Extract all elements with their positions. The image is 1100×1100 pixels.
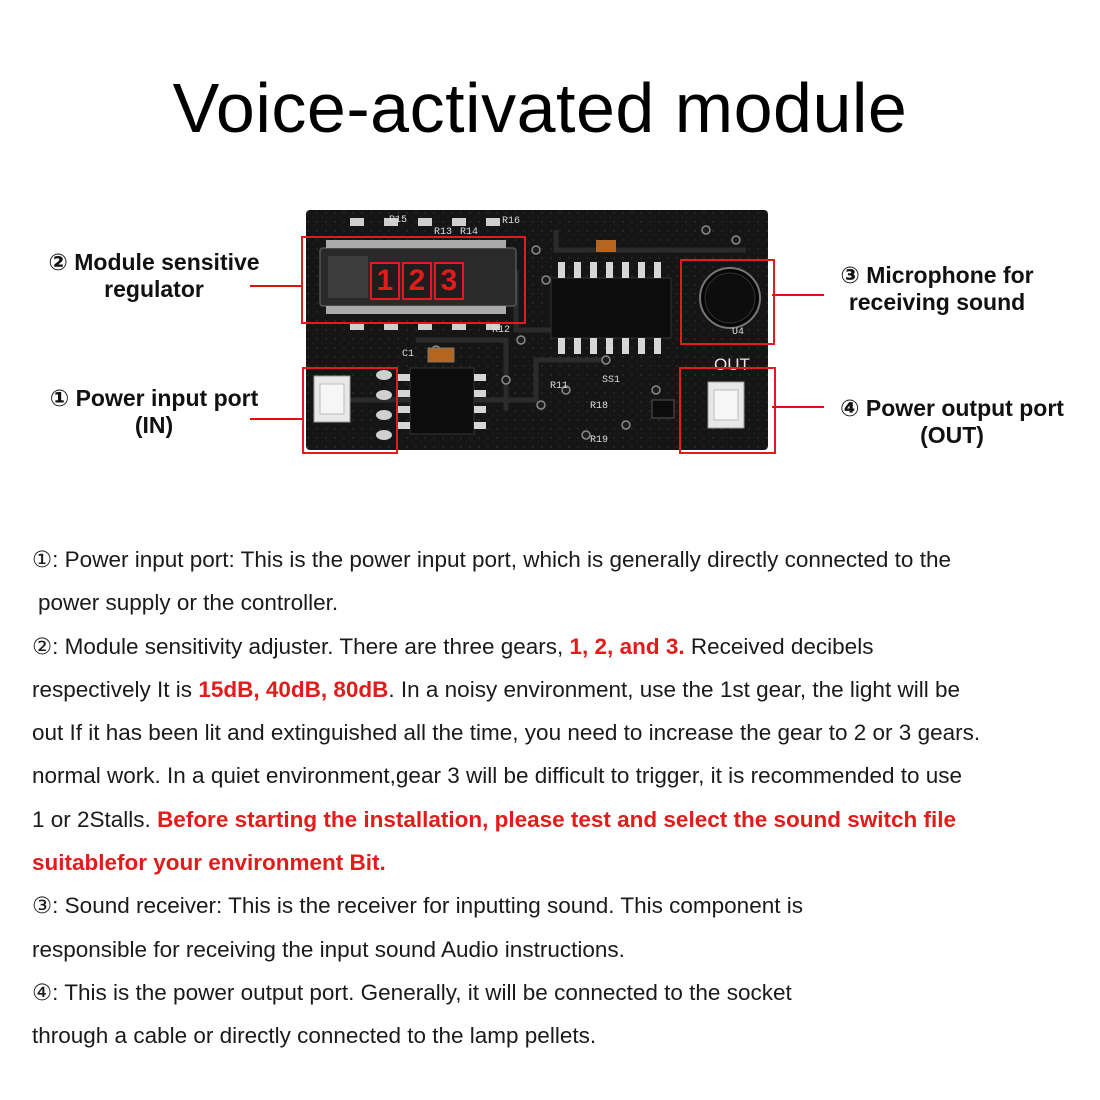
microphone-callout: ③ Microphone for receiving sound [824,262,1050,316]
microphone-highlight [680,259,775,345]
power-out-callout-line2: (OUT) [920,422,984,448]
desc-p2-line3: out If it has been lit and extinguished … [32,720,981,746]
regulator-callout-line2: regulator [104,276,204,302]
page-title: Voice-activated module [172,69,908,147]
description-block: ①: Power input port: This is the power i… [32,538,1092,1058]
desc-p3-line2: responsible for receiving the input soun… [32,936,625,962]
desc-p2-line5: 1 or 2Stalls. Before starting the instal… [32,798,1092,841]
power-out-leader-line [772,406,824,408]
desc-p2-line2: respectively It is 15dB, 40dB, 80dB. In … [32,668,1092,711]
power-in-callout: ① Power input port (IN) [30,385,278,439]
silk-r14: R14 [460,227,478,238]
desc-p4-line1: ④: This is the power output port. Genera… [32,979,792,1005]
desc-p2-a: ②: Module sensitivity adjuster. There ar… [32,633,570,659]
silk-c1: C1 [402,349,414,360]
microphone-callout-line1: ③ Microphone for [840,262,1034,288]
desc-p3-line1: ③: Sound receiver: This is the receiver … [32,893,803,919]
regulator-callout: ② Module sensitive regulator [30,249,278,303]
out-silk-label: OUT [714,355,750,374]
silk-ss1: SS1 [602,375,620,386]
desc-p2-d: . In a noisy environment, use the 1st ge… [388,676,960,702]
gear-2-marker: 2 [402,262,432,300]
desc-warning-2: suitablefor your environment Bit. [32,850,386,876]
power-in-highlight [302,367,398,454]
power-out-highlight [679,367,776,454]
gear-1-marker: 1 [370,262,400,300]
silk-r11: R11 [550,381,568,392]
power-in-callout-line1: ① Power input port [49,385,259,411]
regulator-leader-line [250,285,302,287]
desc-p2-b: Received decibels [684,633,874,659]
desc-p2-line4: normal work. In a quiet environment,gear… [32,763,963,789]
microphone-callout-line2: receiving sound [848,289,1026,315]
regulator-callout-line1: ② Module sensitive [48,249,260,275]
gear-3-marker: 3 [434,262,464,300]
silk-r16: R16 [502,216,520,227]
desc-warning-1: Before starting the installation, please… [157,806,956,832]
silk-r15: R15 [389,215,407,226]
desc-p2-g: 1 or 2Stalls. [32,806,158,832]
power-out-callout-line1: ④ Power output port [840,395,1064,421]
silk-r18: R18 [590,401,608,412]
microphone-leader-line [772,294,824,296]
silk-u4: U4 [732,327,744,338]
power-in-leader-line [250,418,302,420]
desc-p1-line2: power supply or the controller. [38,590,339,616]
desc-p2-c: respectively It is [32,676,199,702]
silk-r19: R19 [590,435,608,446]
desc-p4-line2: through a cable or directly connected to… [32,1023,597,1049]
desc-p2-line1: ②: Module sensitivity adjuster. There ar… [32,625,1092,668]
desc-p1-line1: ①: Power input port: This is the power i… [32,547,951,572]
silk-r13: R13 [434,227,452,238]
desc-db-highlight: 15dB, 40dB, 80dB [198,676,389,702]
silk-r12: R12 [492,325,510,336]
regulator-highlight [301,236,526,324]
power-in-callout-line2: (IN) [134,412,174,438]
power-out-callout: ④ Power output port (OUT) [826,395,1078,449]
desc-gears-highlight: 1, 2, and 3. [569,633,685,659]
